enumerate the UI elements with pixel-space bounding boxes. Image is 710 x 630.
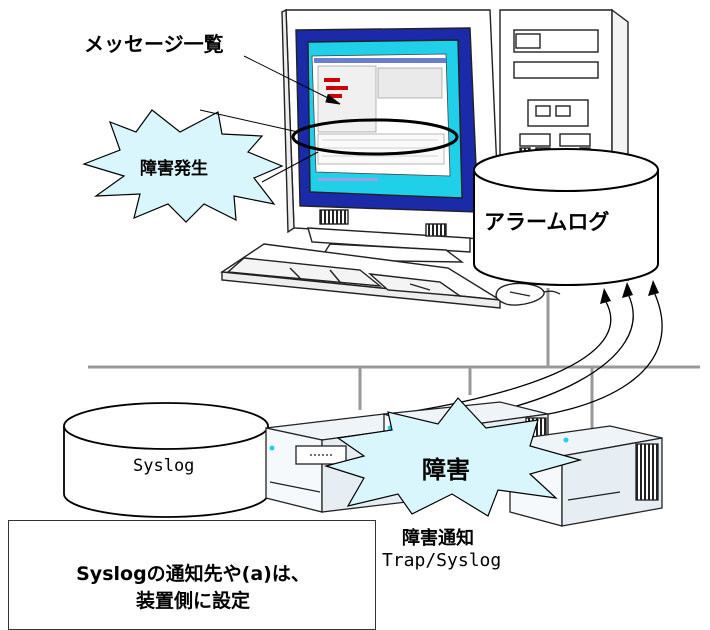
fault-occurrence-burst-shape <box>82 109 284 223</box>
alarm-log-label: アラームログ <box>484 210 610 234</box>
network-lines <box>88 288 700 430</box>
note-line-2: 装置側に設定 <box>135 590 250 612</box>
fault-notification-label: 障害通知 <box>402 528 474 549</box>
note-box: Syslogの通知先や(a)は、 装置側に設定 <box>8 520 376 630</box>
mouse-icon <box>495 282 561 306</box>
alarm-log-cylinder-icon <box>473 148 659 286</box>
fault-label: 障害 <box>422 456 470 484</box>
syslog-cylinder-icon <box>63 402 269 518</box>
monitor-icon <box>281 8 501 263</box>
syslog-label: Syslog <box>133 456 195 476</box>
callout-lines <box>199 55 341 183</box>
fault-occurrence-label: 障害発生 <box>140 159 208 179</box>
fault-burst-shape <box>323 397 583 517</box>
trap-syslog-label: Trap/Syslog <box>382 550 502 571</box>
note-line-1: Syslogの通知先や(a)は、 <box>76 563 310 585</box>
message-list-label: メッセージ一覧 <box>84 32 224 56</box>
highlight-ellipse <box>291 118 459 156</box>
note-text: Syslogの通知先や(a)は、 装置側に設定 <box>9 561 377 615</box>
